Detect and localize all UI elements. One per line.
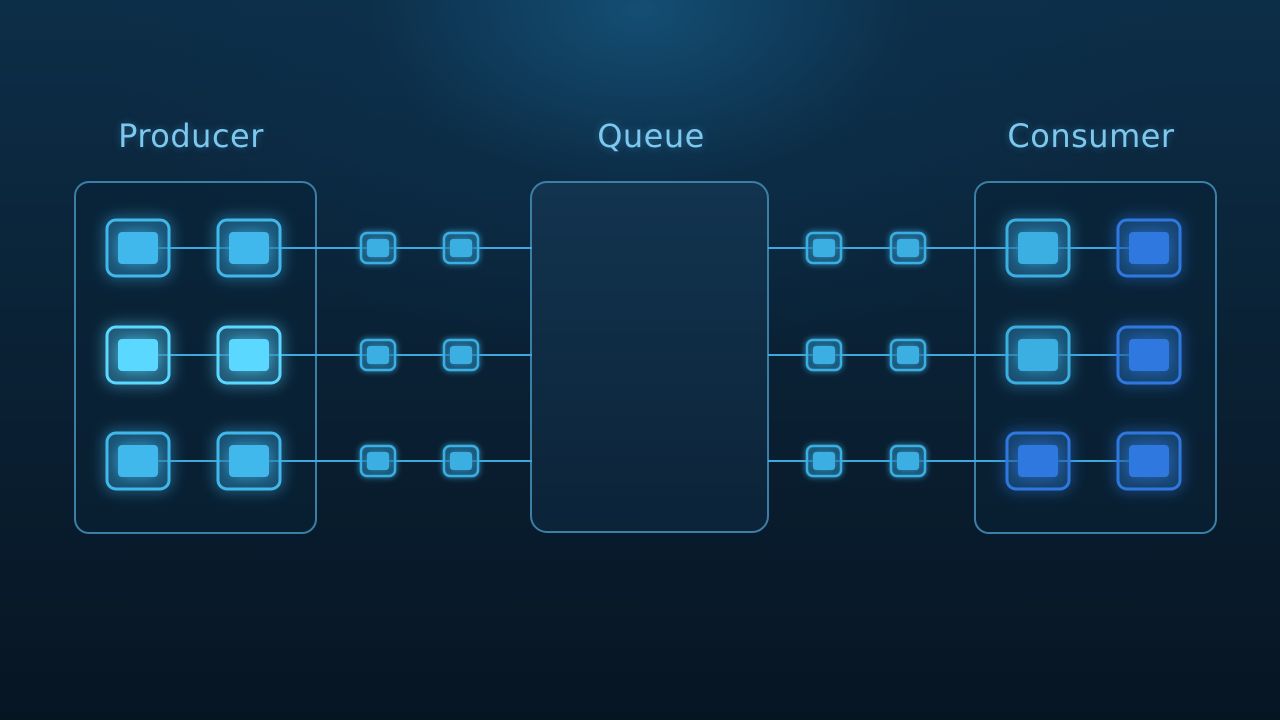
producer-node [105, 431, 171, 491]
nodes [105, 218, 1182, 491]
producer-node [105, 218, 171, 278]
consumer-node [1116, 325, 1182, 385]
message-node [805, 444, 843, 478]
message-node [442, 231, 480, 265]
consumer-node [1116, 218, 1182, 278]
consumer-title: Consumer [1007, 117, 1175, 155]
message-node [889, 231, 927, 265]
consumer-node [1005, 325, 1071, 385]
message-node [359, 338, 397, 372]
producer-node [216, 218, 282, 278]
message-node [359, 444, 397, 478]
message-node [889, 444, 927, 478]
producer-node [216, 431, 282, 491]
queue-panel [530, 181, 769, 533]
producer-title: Producer [118, 117, 264, 155]
consumer-node [1116, 431, 1182, 491]
message-node [359, 231, 397, 265]
queue-title: Queue [597, 117, 705, 155]
message-node [805, 338, 843, 372]
message-node [442, 444, 480, 478]
consumer-node [1005, 218, 1071, 278]
message-node [805, 231, 843, 265]
message-node [889, 338, 927, 372]
message-node [442, 338, 480, 372]
consumer-node [1005, 431, 1071, 491]
producer-node [105, 325, 171, 385]
producer-node [216, 325, 282, 385]
